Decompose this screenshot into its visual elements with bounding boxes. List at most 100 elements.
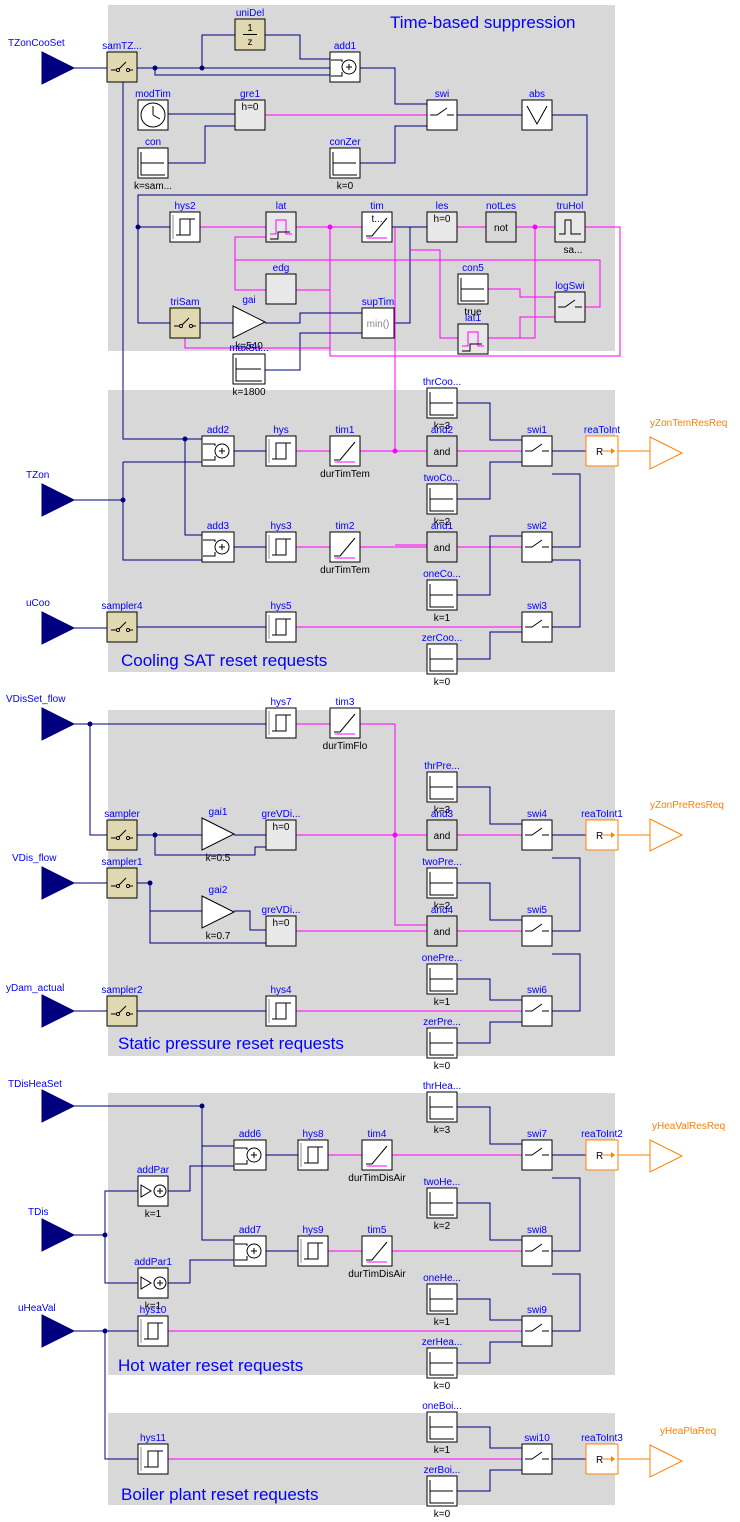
block-swi10[interactable]: swi10 <box>521 1433 553 1475</box>
block-twohe[interactable]: twoHe...k=2 <box>424 1177 461 1232</box>
block-swi3[interactable]: swi3 <box>521 601 553 643</box>
input-port-tdisheaset[interactable]: TDisHeaSet <box>8 1079 76 1123</box>
block-hys9[interactable]: hys9 <box>297 1225 329 1267</box>
block-edg[interactable]: edg <box>265 263 297 305</box>
output-port-yheaplareq[interactable]: yHeaPlaReq <box>649 1426 716 1478</box>
block-lat[interactable]: lat <box>265 201 297 243</box>
block-onehe[interactable]: oneHe...k=1 <box>423 1273 461 1328</box>
block-swi[interactable]: swi <box>426 89 458 131</box>
block-frame <box>106 611 138 643</box>
block-lat1[interactable]: lat1 <box>457 313 489 355</box>
output-port-yheavalresreq[interactable]: yHeaValResReq <box>649 1121 725 1173</box>
block-hys[interactable]: hys <box>265 425 297 467</box>
block-swi4[interactable]: swi4 <box>521 809 553 851</box>
block-twoco[interactable]: twoCo...k=2 <box>424 473 461 528</box>
block-sampler4[interactable]: sampler4 <box>101 601 143 643</box>
output-port-yzonpreresreq[interactable]: yZonPreResReq <box>649 800 724 852</box>
block-swi9[interactable]: swi9 <box>521 1305 553 1347</box>
block-twopre[interactable]: twoPre...k=2 <box>422 857 461 912</box>
block-thrpre[interactable]: thrPre...k=3 <box>424 761 460 816</box>
block-con[interactable]: conk=sam... <box>134 137 172 192</box>
block-thrhea[interactable]: thrHea...k=3 <box>423 1081 461 1136</box>
block-add6[interactable]: add6 <box>233 1129 267 1171</box>
block-zerboi[interactable]: zerBoi...k=0 <box>424 1465 461 1520</box>
block-swi1[interactable]: swi1 <box>521 425 553 467</box>
block-swi5[interactable]: swi5 <box>521 905 553 947</box>
block-zerhea[interactable]: zerHea...k=0 <box>422 1337 463 1392</box>
block-add1[interactable]: add1 <box>329 41 361 83</box>
block-hys7[interactable]: hys7 <box>265 697 297 739</box>
block-swi2[interactable]: swi2 <box>521 521 553 563</box>
input-port-tzoncooset[interactable]: TZonCooSet <box>8 38 76 85</box>
block-suptim[interactable]: min()supTim <box>361 297 395 339</box>
section-title-boiler-plant: Boiler plant reset requests <box>121 1485 319 1504</box>
block-grevdi[interactable]: greVDi...h=0 <box>262 905 301 947</box>
block-name: swi <box>435 89 449 100</box>
block-hys10[interactable]: hys10 <box>137 1305 169 1347</box>
block-sampler1[interactable]: sampler1 <box>101 857 143 899</box>
block-hys5[interactable]: hys5 <box>265 601 297 643</box>
block-thrcoo[interactable]: thrCoo...k=3 <box>423 377 461 432</box>
block-grevdi[interactable]: greVDi...h=0 <box>262 809 301 851</box>
block-abs[interactable]: abs <box>521 89 553 131</box>
block-sampler[interactable]: sampler <box>104 809 140 851</box>
block-swi6[interactable]: swi6 <box>521 985 553 1027</box>
input-port-tzon[interactable]: TZon <box>26 470 76 517</box>
block-hys4[interactable]: hys4 <box>265 985 297 1027</box>
input-port-ydam-actual[interactable]: yDam_actual <box>6 983 76 1028</box>
input-port-vdisset-flow[interactable]: VDisSet_flow <box>6 694 76 741</box>
block-swi8[interactable]: swi8 <box>521 1225 553 1267</box>
block-oneboi[interactable]: oneBoi...k=1 <box>422 1401 461 1456</box>
block-samtz[interactable]: samTZ... <box>102 41 142 83</box>
input-port-uheaval[interactable]: uHeaVal <box>18 1303 76 1348</box>
block-maxsu[interactable]: maxSu...k=1800 <box>229 343 268 398</box>
block-hys8[interactable]: hys8 <box>297 1129 329 1171</box>
input-port-ucoo[interactable]: uCoo <box>26 598 76 645</box>
block-logswi[interactable]: logSwi <box>554 281 586 323</box>
output-port-yzontemresreq[interactable]: yZonTemResReq <box>649 418 727 470</box>
input-port-tdis[interactable]: TDis <box>28 1207 76 1252</box>
block-modtim[interactable]: modTim <box>135 89 171 131</box>
block-hys11[interactable]: hys11 <box>137 1433 169 1475</box>
block-tim[interactable]: timt... <box>361 201 393 243</box>
block-zercoo[interactable]: zerCoo...k=0 <box>422 633 463 688</box>
block-truhol[interactable]: truHolsa... <box>554 201 586 256</box>
block-hys3[interactable]: hys3 <box>265 521 297 563</box>
block-add3[interactable]: add3 <box>201 521 235 563</box>
block-hys2[interactable]: hys2 <box>169 201 201 243</box>
block-zerpre[interactable]: zerPre...k=0 <box>423 1017 461 1072</box>
block-add2[interactable]: add2 <box>201 425 235 467</box>
block-trisam[interactable]: triSam <box>169 297 201 339</box>
block-sampler2[interactable]: sampler2 <box>101 985 143 1027</box>
block-swi7[interactable]: swi7 <box>521 1129 553 1171</box>
block-onepre[interactable]: onePre...k=1 <box>422 953 463 1008</box>
input-port-vdis-flow[interactable]: VDis_flow <box>12 853 76 900</box>
block-add7[interactable]: add7 <box>233 1225 267 1267</box>
block-oneco[interactable]: oneCo...k=1 <box>423 569 461 624</box>
block-symbol <box>126 1012 130 1016</box>
